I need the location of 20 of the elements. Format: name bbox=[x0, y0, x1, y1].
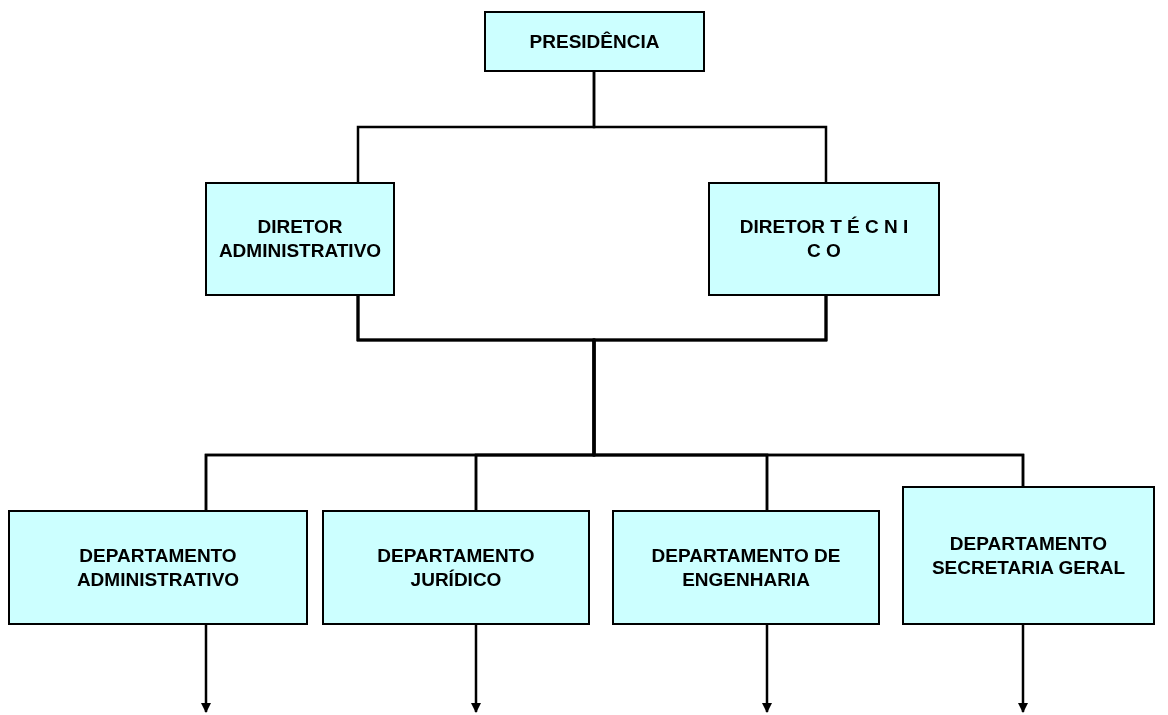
box-label: DIRETOR ADMINISTRATIVO bbox=[217, 215, 383, 263]
arrow bbox=[1018, 625, 1028, 713]
box-label: DIRETOR T É C N I C O bbox=[739, 215, 909, 263]
box-label: PRESIDÊNCIA bbox=[529, 29, 660, 54]
arrow bbox=[471, 625, 481, 713]
arrow bbox=[201, 625, 211, 713]
org-box bbox=[8, 510, 308, 625]
connector-line bbox=[592, 296, 1025, 486]
org-box bbox=[708, 182, 940, 296]
arrow bbox=[762, 625, 772, 713]
org-box bbox=[484, 11, 705, 72]
org-box bbox=[612, 510, 880, 625]
org-box bbox=[205, 182, 395, 296]
box-label: DEPARTAMENTO JURÍDICO bbox=[376, 543, 536, 592]
box-label: DEPARTAMENTO SECRETARIA GERAL bbox=[930, 531, 1127, 580]
org-box bbox=[322, 510, 590, 625]
org-box bbox=[902, 486, 1155, 625]
box-label: DEPARTAMENTO ADMINISTRATIVO bbox=[75, 543, 241, 592]
box-label: DEPARTAMENTO DE ENGENHARIA bbox=[650, 543, 842, 592]
connector-line bbox=[592, 72, 828, 182]
